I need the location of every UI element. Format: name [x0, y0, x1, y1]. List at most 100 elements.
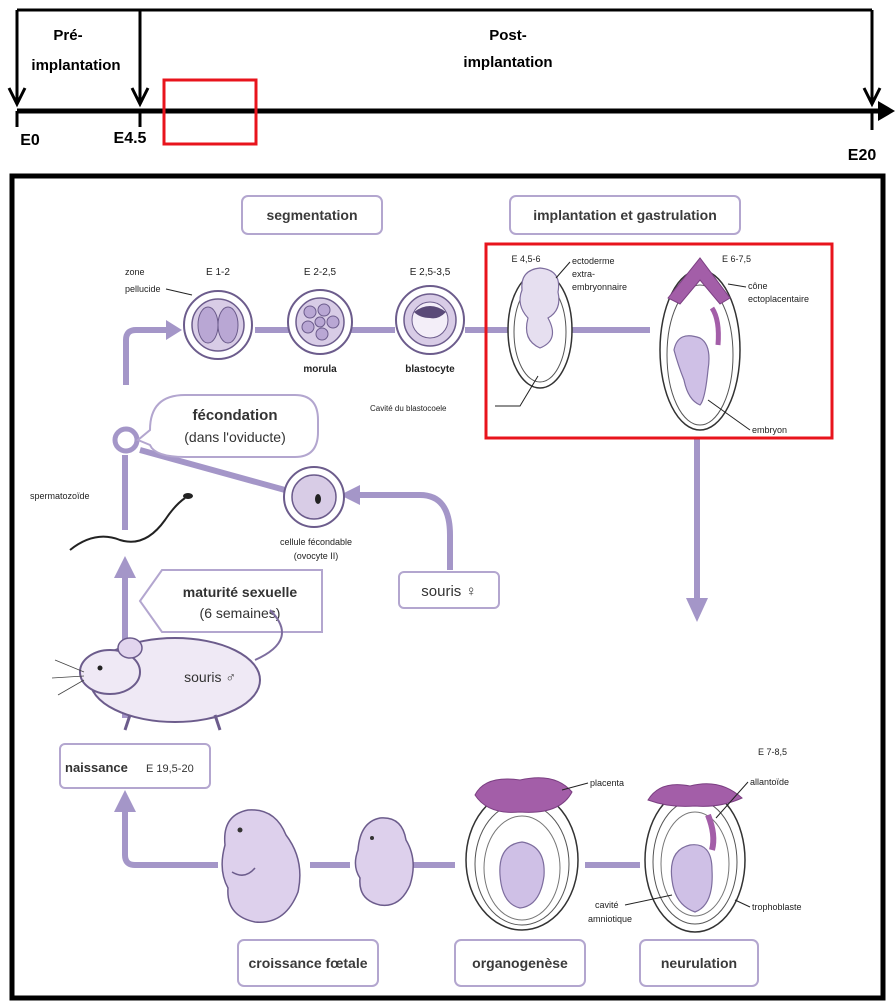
cell-e2535 — [395, 285, 465, 355]
flow-arrowhead-segmentation — [166, 320, 182, 340]
tick-arrow-e20 — [862, 87, 882, 108]
inner-cell-mass — [414, 306, 446, 319]
tick-label-e45: E4.5 — [114, 130, 147, 147]
label-morula: morula — [303, 364, 337, 375]
stage-box-neurulation — [639, 939, 759, 987]
embryon-leader — [707, 399, 751, 431]
ovocyte — [283, 466, 345, 528]
cone-label-2: ectoplacentaire — [748, 294, 809, 304]
cell-e12 — [183, 290, 253, 360]
placenta-label: placenta — [590, 778, 624, 788]
stage-box-segmentation — [241, 195, 383, 235]
fetus-large-eye — [237, 827, 243, 833]
stage-box-implantation — [509, 195, 741, 235]
morula-cell — [303, 305, 317, 319]
souris-male-label: souris ♂ — [184, 669, 236, 685]
mouse-leg — [123, 714, 132, 731]
spermatozoid-tail — [69, 497, 186, 551]
fecondation-label-2: (dans l'oviducte) — [184, 429, 286, 445]
e785-embryo — [670, 844, 713, 913]
fetus-small-eye — [370, 836, 374, 840]
timeline-highlight-box — [162, 78, 258, 146]
cone-label-1: cône — [748, 281, 768, 291]
mouse-whisker — [57, 679, 85, 696]
mouse-eye — [97, 665, 103, 671]
flow-to-segmentation — [123, 327, 172, 385]
cell-e225 — [287, 289, 353, 355]
mouse-leg — [213, 714, 222, 731]
mouse-ear — [117, 637, 143, 659]
pre-implantation-label-2: implantation — [31, 57, 120, 74]
flow-arrowhead-neurulation — [686, 598, 708, 622]
organo-placenta — [474, 777, 573, 813]
stage-box-organogenese — [454, 939, 586, 987]
fetus-large-body — [221, 809, 301, 923]
stage-label-neurulation: neurulation — [661, 955, 737, 971]
zone-pellucide-leader — [165, 288, 193, 296]
stage-label-croissance: croissance fœtale — [248, 955, 367, 971]
naissance-box — [59, 743, 211, 789]
embryon-label: embryon — [752, 425, 787, 435]
organo-embryo — [499, 841, 545, 909]
allantoide-leader — [715, 781, 749, 819]
maturite-label-1: maturité sexuelle — [183, 584, 298, 600]
ecto-label-3: embryonnaire — [572, 282, 627, 292]
label-e2535: E 2,5-3,5 — [410, 267, 451, 278]
morula-cell — [326, 315, 340, 329]
tick-arrow-e45 — [130, 87, 150, 108]
fetus-small — [354, 817, 414, 907]
cone-leader — [727, 283, 747, 288]
e675-embryo — [673, 335, 710, 406]
embryo-e675 — [659, 257, 741, 431]
ovocyte-ring — [291, 474, 337, 520]
mouse-whisker — [51, 675, 85, 679]
ecto-leader — [555, 261, 571, 279]
tick-label-e0: E0 — [20, 132, 40, 149]
flow-ovocyte-fecondation — [139, 447, 286, 493]
flow-arrowhead-naissance — [114, 790, 136, 812]
post-implantation-label-2: implantation — [463, 54, 552, 71]
cellule-label-1: cellule fécondable — [280, 537, 352, 547]
morula-cell — [317, 303, 331, 317]
flow-ovocyte — [355, 492, 453, 570]
fecondation-site — [112, 426, 140, 454]
mouse-tail — [254, 609, 283, 661]
maturite-callout: maturité sexuelle (6 semaines) — [138, 569, 323, 633]
stage-label-segmentation: segmentation — [266, 207, 357, 223]
label-e675: E 6-7,5 — [722, 254, 751, 264]
naissance-label: naissance — [65, 760, 128, 775]
stage-box-croissance — [237, 939, 379, 987]
morula-cell — [301, 320, 315, 334]
implantation-highlight-box — [484, 242, 834, 440]
souris-female-box — [398, 571, 500, 609]
ecto-label-1: ectoderme — [572, 256, 615, 266]
zone-pellucide-label-2: pellucide — [125, 284, 161, 294]
fetus-large — [221, 809, 301, 923]
flow-to-naissance — [122, 810, 218, 868]
cavite-amniotique-label-2: amniotique — [588, 914, 632, 924]
naissance-age: E 19,5-20 — [146, 763, 194, 775]
zone-pellucide-label-1: zone — [125, 267, 145, 277]
cavite-amniotique-leader — [624, 894, 673, 906]
cavite-leader — [495, 375, 539, 407]
embryo-e785 — [644, 783, 746, 933]
allantoide-label: allantoïde — [750, 777, 789, 787]
male-mouse — [51, 609, 283, 731]
ecto-label-2: extra- — [572, 269, 595, 279]
post-implantation-label-1: Post- — [489, 27, 527, 44]
stage-label-organogenese: organogenèse — [472, 955, 568, 971]
e675-allantois — [709, 306, 721, 346]
e785-allantois — [705, 813, 717, 851]
label-e785: E 7-8,5 — [758, 747, 787, 757]
pre-implantation-label-1: Pré- — [53, 27, 82, 44]
tick-label-e20: E20 — [848, 147, 877, 164]
embryo-organogenese — [465, 777, 579, 931]
cell-e12-blastomere-2 — [217, 306, 239, 344]
placenta-leader — [561, 782, 589, 791]
cell-e12-blastomere-1 — [197, 306, 219, 344]
fetus-small-body — [354, 817, 414, 907]
label-blastocyte: blastocyte — [405, 364, 455, 375]
timeline-arrowhead — [878, 101, 895, 121]
cellule-label-2: (ovocyte II) — [294, 551, 339, 561]
